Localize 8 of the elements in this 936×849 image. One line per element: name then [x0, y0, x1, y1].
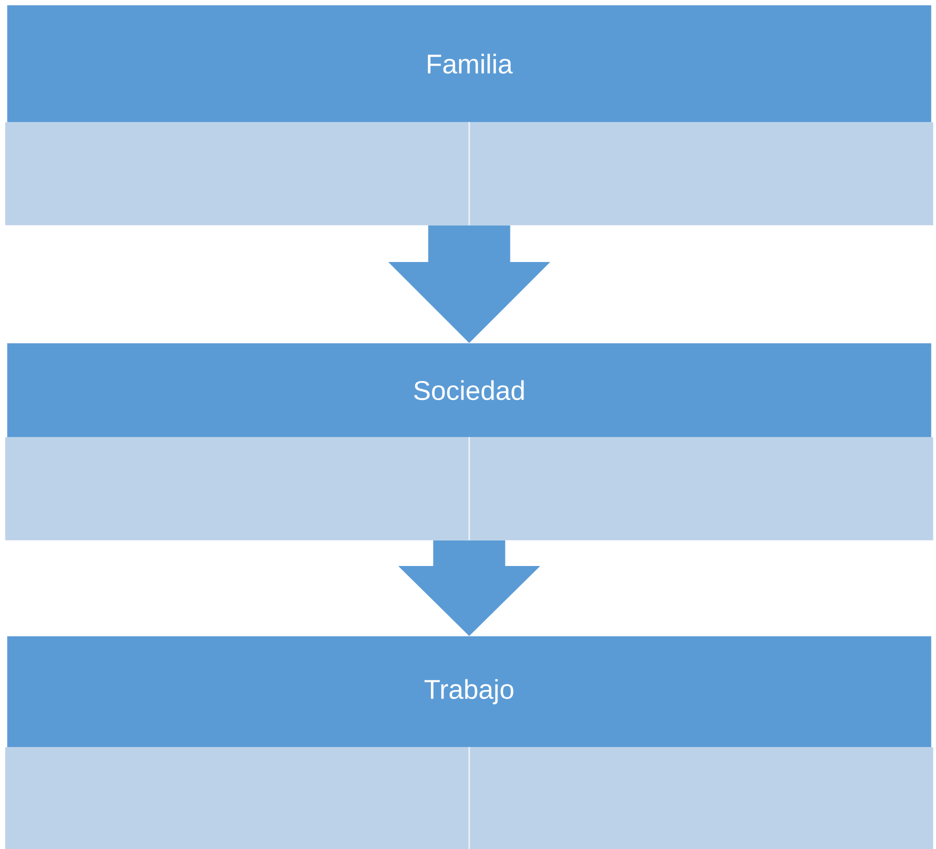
block-arrow — [388, 225, 550, 343]
panel-box — [5, 437, 934, 540]
panel-box — [5, 747, 934, 849]
panel-box — [5, 122, 934, 226]
header-box: Familia — [7, 5, 932, 122]
header-box: Sociedad — [7, 343, 932, 438]
block-arrow — [398, 540, 540, 636]
header-box: Trabajo — [7, 636, 932, 748]
